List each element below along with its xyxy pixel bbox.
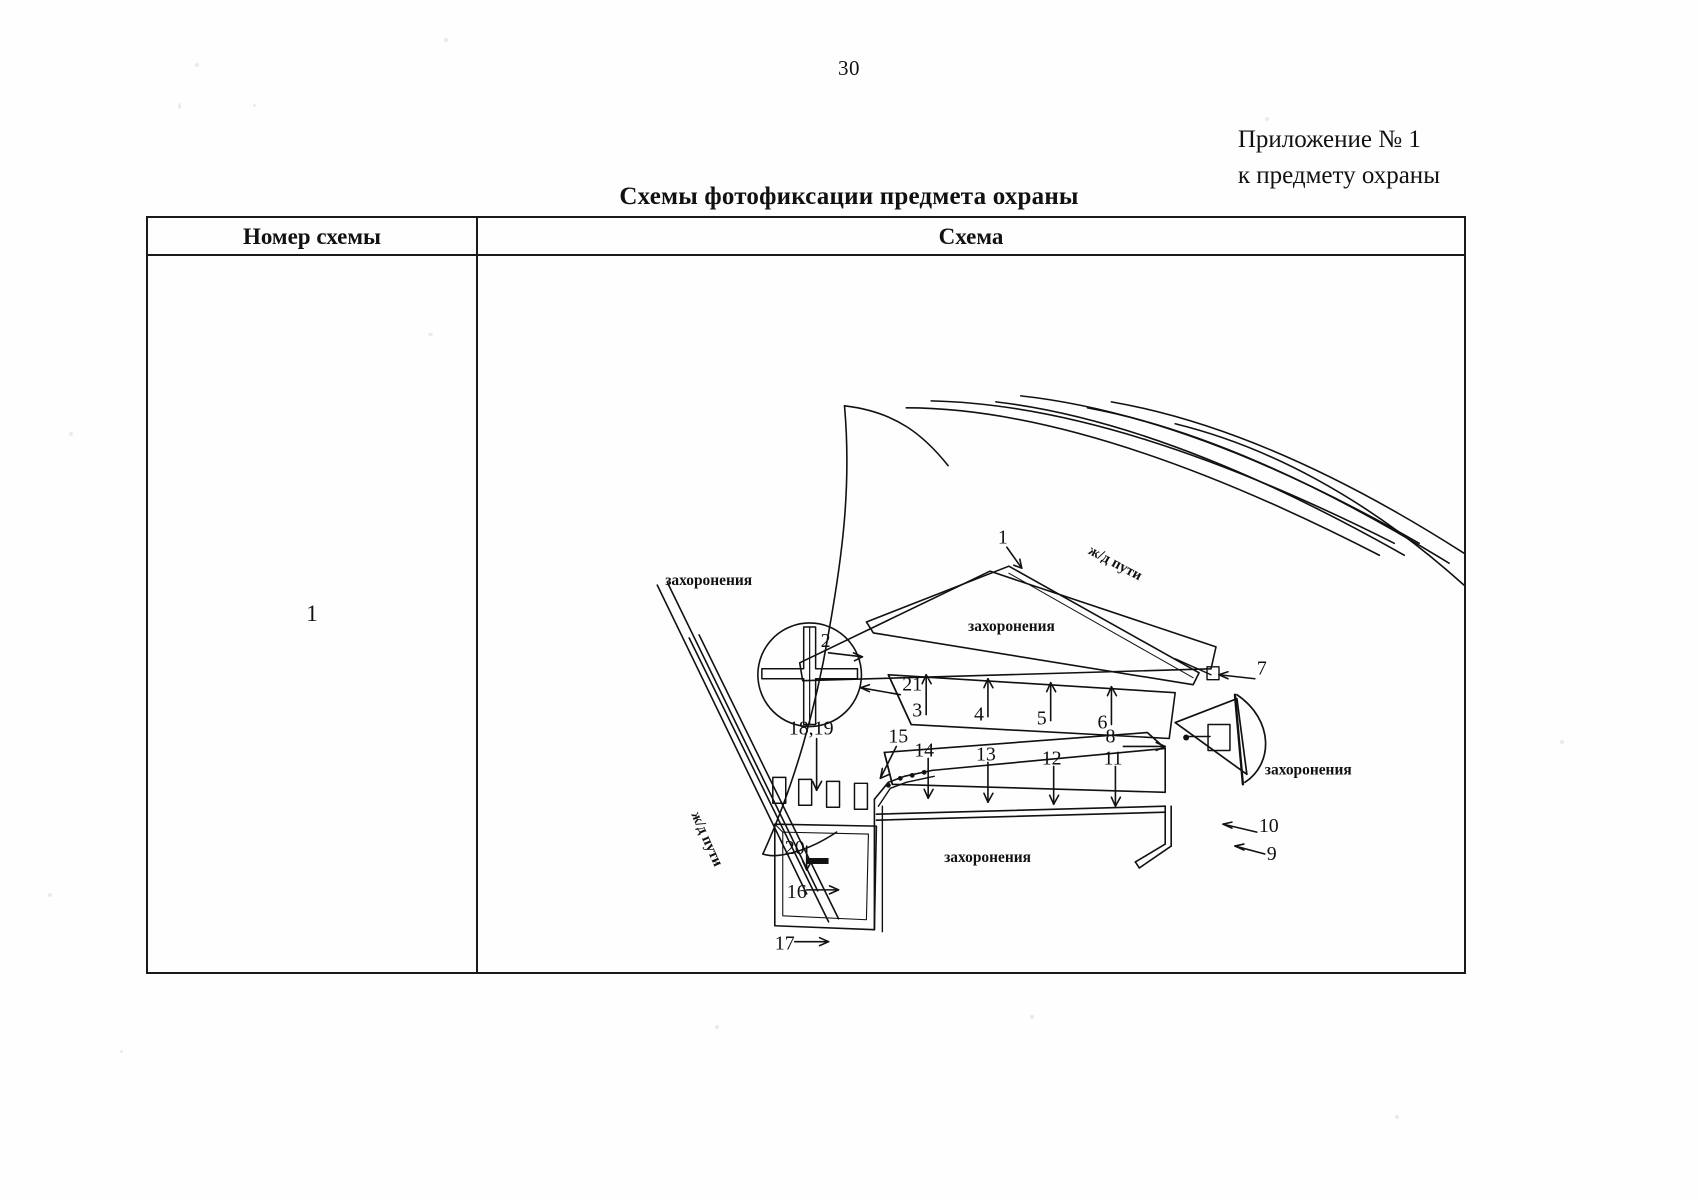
label-railway-upper-right: ж/д пути (1086, 543, 1145, 585)
boundary-wall (873, 747, 1167, 933)
site-plan-svg: захоронения захоронения захоронения захо… (656, 395, 1464, 955)
appendix-reference: Приложение № 1 к предмету охраны (1238, 122, 1440, 193)
label-railway-lower-left: ж/д пути (687, 809, 725, 869)
column-header-number: Номер схемы (242, 224, 382, 249)
marker-label-8: 8 (1105, 725, 1115, 747)
burial-plot-d (875, 805, 1172, 869)
scan-speck (253, 104, 256, 107)
marker-label-7: 7 (1257, 658, 1267, 680)
marker-label-1: 1 (998, 526, 1008, 548)
page-number: 30 (838, 56, 860, 80)
label-burials-right: захоронения (1265, 761, 1352, 778)
scan-speck (428, 333, 433, 336)
marker-arrows (793, 546, 1266, 947)
marker-label-17: 17 (775, 933, 795, 955)
railway-tracks-upper (905, 395, 1464, 586)
burial-plot-a (798, 570, 1217, 682)
appendix-line-1: Приложение № 1 (1237, 126, 1421, 153)
scan-speck (69, 432, 73, 436)
marker-label-18-19: 18,19 (789, 718, 834, 740)
scan-speck (1030, 1015, 1034, 1019)
marker-label-5: 5 (1037, 708, 1047, 730)
scan-speck (1395, 1115, 1399, 1119)
table-header-row: Номер схемы Схема (148, 218, 1464, 256)
column-header-schema: Схема (938, 224, 1004, 249)
scan-speck (444, 38, 448, 42)
label-burials-bottom: захоронения (944, 849, 1031, 866)
cell-schema-number: 1 (306, 601, 318, 626)
scan-speck (178, 103, 181, 109)
schema-table: Номер схемы Схема 1 (146, 216, 1466, 974)
burial-plot-a-outline (865, 565, 1200, 686)
site-boundary-road (762, 405, 949, 857)
label-burials-center: захоронения (968, 618, 1055, 635)
grave-marker-row (772, 776, 869, 864)
label-burials-top-left: захоронения (665, 572, 752, 589)
cell-schema-drawing: захоронения захоронения захоронения захо… (478, 256, 1464, 972)
scan-speck (1560, 740, 1564, 744)
marker-label-12: 12 (1042, 747, 1062, 769)
burial-plot-b (887, 658, 1220, 740)
diagram-text-layer: захоронения захоронения захоронения захо… (665, 526, 1351, 954)
marker-label-14: 14 (914, 739, 934, 761)
scan-speck (48, 893, 52, 897)
scan-speck (120, 1050, 123, 1053)
marker-label-15: 15 (888, 725, 908, 747)
marker-label-10: 10 (1259, 815, 1279, 837)
monument-fan-right (1174, 693, 1267, 786)
monument-cross-circle (757, 622, 863, 728)
table-column-divider (476, 218, 478, 972)
marker-label-4: 4 (974, 704, 984, 726)
railway-tracks-lower (656, 581, 840, 923)
marker-label-13: 13 (976, 743, 996, 765)
marker-label-11: 11 (1103, 747, 1122, 769)
marker-label-20: 20 (785, 837, 805, 859)
appendix-line-2: к предмету охраны (1237, 161, 1440, 189)
site-plan-diagram: захоронения захоронения захоронения захо… (478, 256, 1464, 972)
scan-speck (715, 1025, 719, 1029)
marker-label-9: 9 (1267, 843, 1277, 865)
page-title: Схемы фотофиксации предмета охраны (619, 183, 1079, 210)
marker-label-6: 6 (1097, 712, 1107, 734)
marker-label-21: 21 (902, 674, 922, 696)
marker-label-16: 16 (787, 881, 807, 903)
marker-label-2: 2 (821, 630, 831, 652)
scan-speck (1265, 117, 1269, 121)
scan-speck (195, 63, 199, 67)
marker-label-3: 3 (912, 700, 922, 722)
